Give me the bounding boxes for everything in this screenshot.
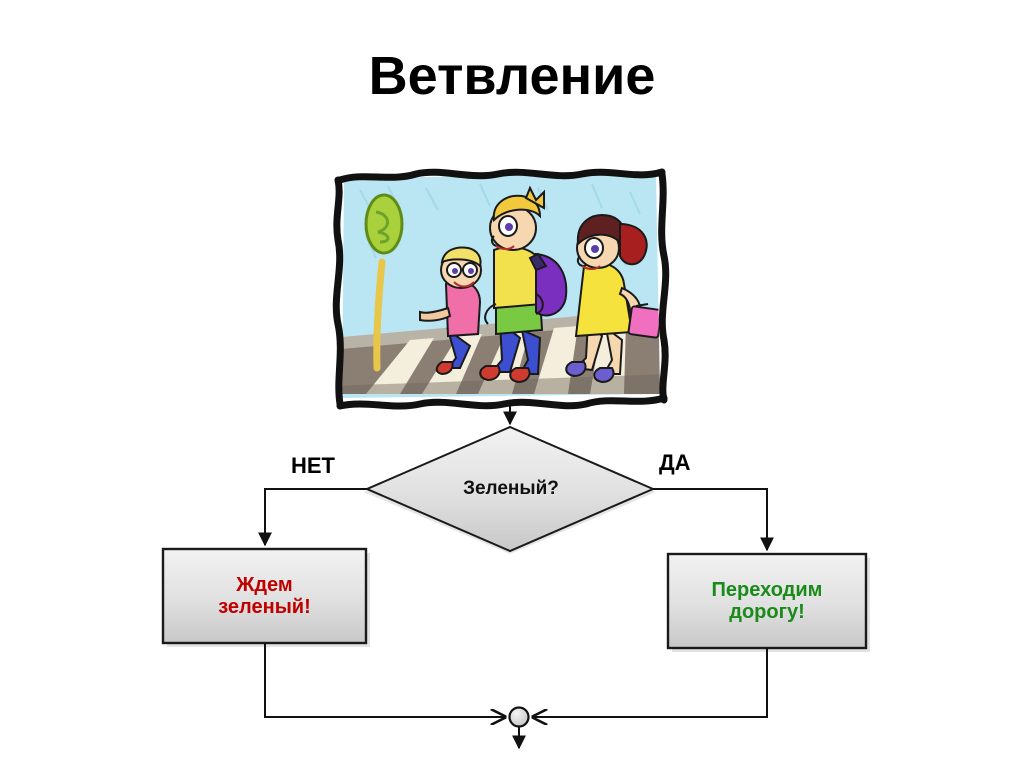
process-no-line2: зеленый! bbox=[218, 596, 311, 618]
process-no-line1: Ждем bbox=[236, 573, 293, 596]
branch-label-yes: ДА bbox=[659, 450, 691, 475]
merge-circle bbox=[508, 706, 530, 728]
figure-boy-big bbox=[479, 185, 568, 384]
page-title: Ветвление bbox=[368, 46, 656, 106]
illustration-scene bbox=[342, 174, 660, 398]
decision-label: Зеленый? bbox=[463, 478, 559, 500]
connector-decision-to-process-yes bbox=[653, 488, 774, 552]
connector-decision-to-process-no bbox=[258, 488, 367, 547]
road-shadow bbox=[342, 374, 660, 394]
process-yes-line2: дорогу! bbox=[729, 601, 805, 623]
figure-boy-small bbox=[419, 246, 482, 376]
branch-label-no: НЕТ bbox=[291, 453, 335, 478]
process-no-label: Ждем зеленый! bbox=[163, 549, 366, 643]
connector-process-yes-to-merge bbox=[533, 648, 768, 717]
illustration-frame bbox=[332, 168, 670, 410]
traffic-light-icon bbox=[364, 193, 404, 372]
process-yes-line1: Переходим bbox=[711, 578, 823, 601]
process-yes-label: Переходим дорогу! bbox=[668, 554, 866, 648]
illustration-children-crossing bbox=[330, 162, 670, 410]
connector-process-no-to-merge bbox=[264, 643, 505, 717]
